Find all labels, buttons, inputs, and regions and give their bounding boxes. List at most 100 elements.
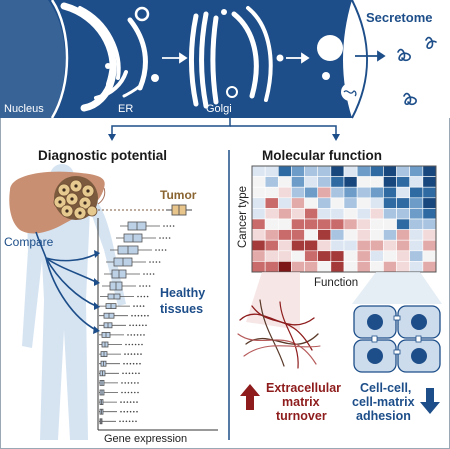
diagnostic-panel: Diagnostic potential [4,148,218,445]
heatmap-cell [304,165,319,177]
heatmap-cell [317,208,332,220]
heatmap-cell [277,261,292,273]
heatmap-cell [409,239,424,252]
heatmap-cell [251,250,266,262]
healthy-boxplot [116,233,171,243]
er-vesicle-2 [151,74,159,82]
function-axis-label: Function [314,277,358,289]
healthy-boxplot [100,293,149,300]
heatmap-cell [409,208,424,220]
heatmap-cell [422,218,437,230]
er-vesicle [105,63,111,69]
heatmap-cell [291,208,305,220]
heatmap-cell [343,250,358,262]
healthy-boxplot [99,418,137,425]
healthy-boxplot [99,408,138,415]
heatmap-cell [304,250,319,262]
heatmap-cell [409,229,424,241]
heatmap-cell [251,239,266,252]
heatmap-cell [396,208,411,220]
heatmap-cell [291,250,305,262]
heatmap-cell [304,186,319,199]
heatmap-cell [264,250,279,262]
heatmap-cell [356,165,371,177]
secretion-banner: Nucleus ER Golgi Secretome [0,0,450,119]
connector-arrow-left [108,134,116,141]
healthy-boxplot [106,257,161,267]
heatmap-cell [396,186,411,199]
heatmap-cell [277,218,292,230]
heatmap-cell [356,250,371,262]
heatmap-cell [251,165,266,177]
heatmap-cell [330,165,345,177]
upregulation-arrow [240,384,260,410]
heatmap-cell [409,197,424,209]
heatmap-cell [343,165,358,177]
heatmap-cell [396,239,411,252]
heatmap-cell [369,250,384,262]
heatmap-cell [304,261,319,273]
healthy-boxplot [99,351,142,358]
heatmap-cell [356,218,371,230]
heatmap-cell [369,197,384,209]
compare-arrowheads [93,250,100,334]
heatmap-cell [383,176,397,188]
heatmap-cell [422,261,437,273]
heatmap-cell [277,229,292,241]
heatmap-cell [383,186,397,199]
healthy-label-line2: tissues [160,302,203,316]
heatmap-cell [277,186,292,199]
healthy-boxplots [99,221,175,425]
function-heading: Molecular function [262,148,382,163]
heatmap-cell [291,197,305,209]
heatmap-cell [277,250,292,262]
heatmap-cell [304,176,319,188]
healthy-boxplot [99,399,138,406]
secreted-proteins [397,36,437,106]
heatmap-cell [330,197,345,209]
heatmap-cell [251,186,266,199]
heatmap-cell [343,218,358,230]
heatmap-cell [264,208,279,220]
heatmap-cell [304,218,319,230]
healthy-boxplot [99,331,145,338]
heatmap-cell [422,186,437,199]
heatmap-cell [291,176,305,188]
healthy-boxplot [102,281,151,291]
healthy-boxplot [104,269,155,279]
heatmap-cell [369,165,384,177]
heatmap-cell [291,239,305,252]
heatmap-cell [396,176,411,188]
tumor-label: Tumor [160,188,197,202]
heatmap-cell [422,208,437,220]
heatmap-cell [422,176,437,188]
heatmap-cell [356,261,371,273]
heatmap-cell [317,239,332,252]
heatmap-cell [396,250,411,262]
diagnostic-heading: Diagnostic potential [38,148,167,163]
heatmap-cell [369,261,384,273]
heatmap-cell [304,208,319,220]
heatmap-cell [317,261,332,273]
compare-label: Compare [4,235,54,249]
heatmap-cell [264,218,279,230]
heatmap-cell [330,176,345,188]
heatmap-cell [330,186,345,199]
connector-arrow-right [332,134,340,141]
heatmap-cell [356,239,371,252]
healthy-boxplot [99,389,139,396]
ecm-projection [246,272,300,330]
heatmap-cell [356,197,371,209]
heatmap-cell [409,250,424,262]
heatmap-cell [383,218,397,230]
heatmap-cell [383,197,397,209]
secretome-label: Secretome [366,10,432,25]
tumor-boxplot [166,204,192,216]
tumor-cluster [53,176,98,220]
heatmap-cell [330,218,345,230]
heatmap-cell [264,229,279,241]
heatmap-cell [383,229,397,241]
heatmap-cell [343,229,358,241]
heatmap-cell [369,176,384,188]
